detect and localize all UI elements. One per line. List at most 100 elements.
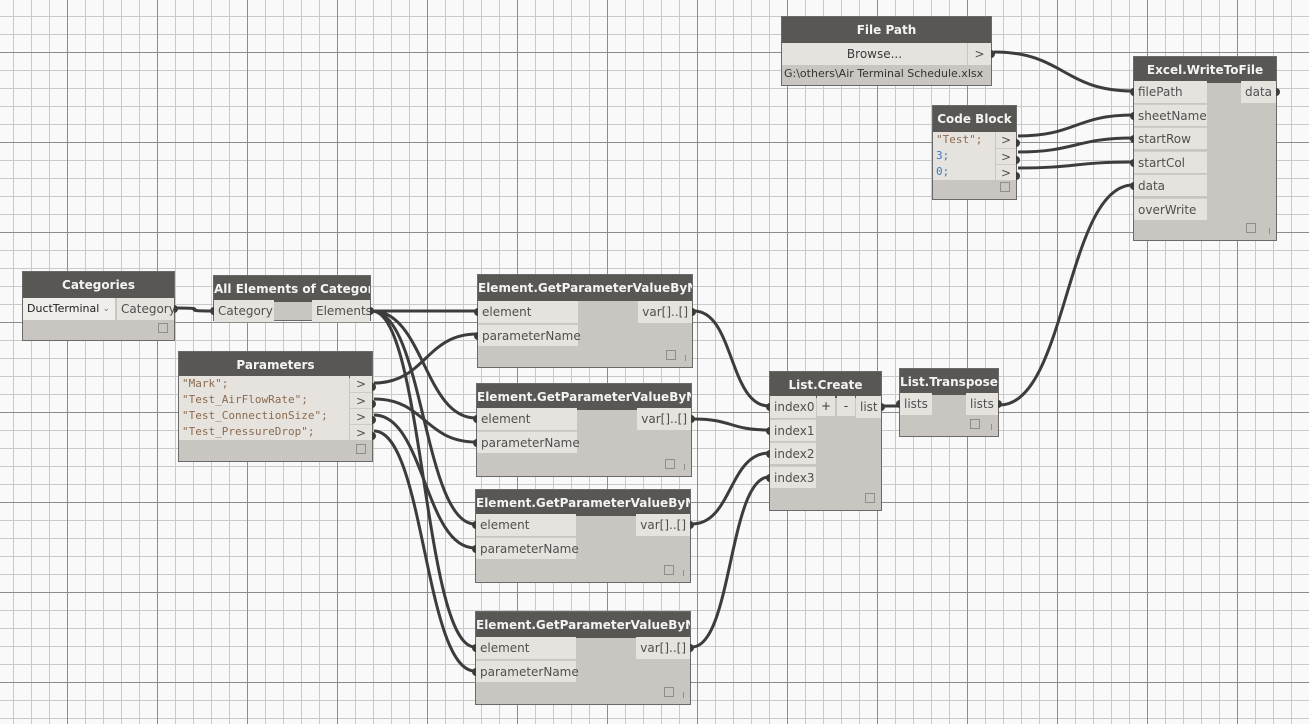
- input-port-parameterName[interactable]: parameterName: [474, 324, 581, 346]
- node-title: Categories: [23, 272, 174, 298]
- input-port-element[interactable]: element: [474, 301, 578, 323]
- input-port-startCol[interactable]: startCol: [1130, 151, 1207, 173]
- wire-transpose-to-excel-data[interactable]: [999, 183, 1134, 407]
- lacing-indicator-icon: [684, 464, 685, 470]
- preview-toggle-icon[interactable]: [158, 323, 168, 333]
- input-port-overWrite[interactable]: overWrite: [1134, 198, 1207, 220]
- preview-toggle-icon[interactable]: [664, 565, 674, 575]
- wire-code0-to-excel-sheetname[interactable]: [1017, 113, 1134, 138]
- wire-param0-to-get1[interactable]: [373, 332, 478, 385]
- output-port-var[interactable]: var[]..[]: [637, 408, 695, 430]
- input-port-data[interactable]: data: [1130, 174, 1207, 196]
- wire-get1-to-index0[interactable]: [693, 309, 770, 408]
- excel-write-node[interactable]: Excel.WriteToFile filePath sheetName sta…: [1130, 56, 1281, 241]
- lacing-indicator-icon: [685, 355, 686, 361]
- param-output-port-2[interactable]: >: [350, 408, 376, 424]
- wire-file-path-to-excel-filepath[interactable]: [993, 50, 1134, 93]
- output-port-var[interactable]: var[]..[]: [636, 637, 694, 659]
- wire-elements-to-get3[interactable]: [371, 309, 476, 526]
- code-line: "Test_PressureDrop";: [182, 425, 315, 438]
- output-port-elements[interactable]: Elements: [312, 300, 374, 322]
- lacing-indicator-icon: [683, 692, 684, 698]
- preview-toggle-icon[interactable]: [865, 493, 875, 503]
- output-port-var[interactable]: var[]..[]: [636, 514, 694, 536]
- output-port-data[interactable]: data: [1240, 81, 1281, 103]
- all-elements-node[interactable]: All Elements of Category Category Elemen…: [210, 275, 374, 322]
- code-line: "Test_ConnectionSize";: [182, 409, 328, 422]
- file-path-output-port[interactable]: >: [968, 43, 995, 65]
- wire-categories-to-allelements[interactable]: [175, 306, 214, 313]
- preview-toggle-icon[interactable]: [666, 350, 676, 360]
- categories-node[interactable]: Categories DuctTerminal ⌄ Category: [22, 271, 178, 341]
- node-title: Element.GetParameterValueByName: [477, 384, 691, 410]
- file-path-node[interactable]: File Path Browse... > G:\others\Air Term…: [781, 16, 995, 86]
- list-create-node[interactable]: List.Create index0 index1 index2 index3 …: [766, 371, 885, 511]
- wire-code2-to-excel-startcol[interactable]: [1017, 160, 1134, 170]
- input-port-filePath[interactable]: filePath: [1130, 81, 1207, 103]
- code-line: 3;: [936, 149, 950, 162]
- parameters-node[interactable]: Parameters "Mark"; "Test_AirFlowRate"; "…: [178, 351, 376, 462]
- add-input-button[interactable]: +: [817, 396, 835, 416]
- category-dropdown[interactable]: DuctTerminal ⌄: [23, 298, 116, 320]
- input-port-index2[interactable]: index2: [766, 442, 816, 464]
- input-port-index1[interactable]: index1: [766, 419, 816, 441]
- node-title: File Path: [782, 17, 991, 43]
- code-editor[interactable]: "Mark"; "Test_AirFlowRate"; "Test_Connec…: [179, 376, 349, 440]
- input-port-index0[interactable]: index0: [766, 396, 816, 418]
- input-port-index3[interactable]: index3: [766, 466, 816, 488]
- code-output-port-2[interactable]: >: [996, 164, 1020, 180]
- input-port-category[interactable]: Category: [210, 300, 274, 322]
- browse-button[interactable]: Browse...: [782, 43, 967, 65]
- get-param-node-2[interactable]: Element.GetParameterValueByName element …: [473, 383, 695, 477]
- preview-toggle-icon[interactable]: [665, 459, 675, 469]
- output-port-var[interactable]: var[]..[]: [638, 301, 696, 323]
- wire-get3-to-index2[interactable]: [691, 451, 770, 526]
- wire-elements-to-get2[interactable]: [371, 309, 477, 420]
- preview-toggle-icon[interactable]: [1246, 223, 1256, 233]
- list-transpose-node[interactable]: List.Transpose lists lists: [896, 368, 1002, 437]
- code-block-node[interactable]: Code Block "Test"; 3; 0; > > >: [932, 105, 1020, 200]
- wire-code1-to-excel-startrow[interactable]: [1017, 136, 1134, 154]
- input-port-element[interactable]: element: [472, 514, 576, 536]
- node-title: All Elements of Category: [214, 276, 370, 302]
- input-port-lists[interactable]: lists: [896, 393, 932, 415]
- output-port-lists[interactable]: lists: [966, 393, 1002, 415]
- output-port-list[interactable]: list: [856, 396, 885, 418]
- input-port-sheetName[interactable]: sheetName: [1130, 104, 1207, 126]
- code-line: 0;: [936, 165, 950, 178]
- wire-param3-to-get4[interactable]: [373, 429, 476, 673]
- preview-toggle-icon[interactable]: [356, 444, 366, 454]
- preview-toggle-icon[interactable]: [1000, 182, 1010, 192]
- chevron-down-icon: ⌄: [102, 304, 110, 314]
- code-output-port-1[interactable]: >: [996, 148, 1020, 164]
- get-param-node-1[interactable]: Element.GetParameterValueByName element …: [474, 274, 696, 368]
- wire-elements-to-get4[interactable]: [371, 309, 476, 649]
- input-port-parameterName[interactable]: parameterName: [473, 431, 580, 453]
- preview-toggle-icon[interactable]: [664, 687, 674, 697]
- node-title: Element.GetParameterValueByName: [476, 612, 690, 638]
- preview-toggle-icon[interactable]: [970, 419, 980, 429]
- input-port-parameterName[interactable]: parameterName: [472, 537, 579, 559]
- param-output-port-0[interactable]: >: [350, 376, 376, 392]
- get-param-node-3[interactable]: Element.GetParameterValueByName element …: [472, 489, 694, 583]
- wire-param2-to-get3[interactable]: [373, 413, 476, 550]
- input-port-parameterName[interactable]: parameterName: [472, 660, 579, 682]
- input-port-element[interactable]: element: [472, 637, 576, 659]
- get-param-node-4[interactable]: Element.GetParameterValueByName element …: [472, 611, 694, 705]
- input-port-startRow[interactable]: startRow: [1130, 127, 1207, 149]
- wire-get4-to-index3[interactable]: [691, 475, 770, 649]
- param-output-port-1[interactable]: >: [350, 392, 376, 408]
- code-editor[interactable]: "Test"; 3; 0;: [933, 132, 995, 180]
- code-output-port-0[interactable]: >: [996, 132, 1020, 148]
- lacing-indicator-icon: [683, 570, 684, 576]
- wire-param1-to-get2[interactable]: [373, 397, 477, 444]
- node-title: Element.GetParameterValueByName: [478, 275, 692, 301]
- wire-get2-to-index1[interactable]: [692, 417, 770, 432]
- code-line: "Mark";: [182, 377, 229, 390]
- input-port-element[interactable]: element: [473, 408, 577, 430]
- output-port-category[interactable]: Category: [117, 298, 178, 320]
- code-line: "Test";: [936, 133, 983, 146]
- node-title: Code Block: [933, 106, 1016, 132]
- param-output-port-3[interactable]: >: [350, 424, 376, 440]
- remove-input-button[interactable]: -: [837, 396, 855, 416]
